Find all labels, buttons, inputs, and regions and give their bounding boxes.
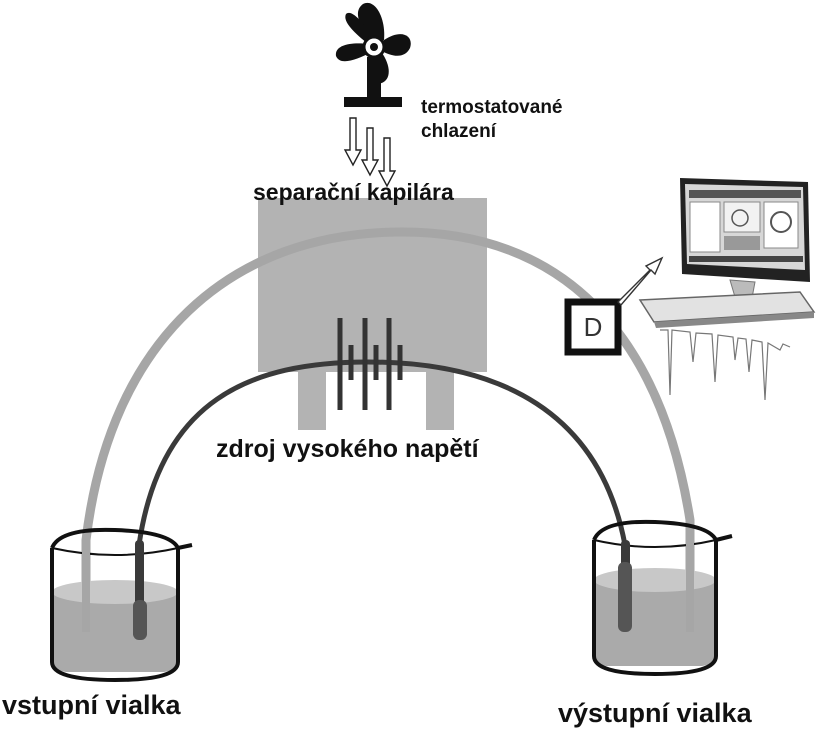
inlet-vial-label: vstupní vialka [2,690,181,720]
outlet-vial-label: výstupní vialka [558,698,752,728]
signal-arrow [617,256,664,307]
detector-label: D [583,312,603,342]
separation-capillary [81,227,695,632]
cooling-block [258,198,487,430]
detector-icon [564,298,622,356]
fan-icon [335,2,411,107]
electrode-wire [136,359,628,635]
hv-source-label: zdroj vysokého napětí [216,435,479,463]
cooling-label: termostatované chlazení [421,96,563,144]
capillary-label: separační kapilára [253,179,454,205]
cooling-arrows [343,117,397,188]
beaker-icon [592,519,733,677]
electropherogram-trace [660,329,791,401]
cooling-label-line2: chlazení [421,121,496,142]
beaker-icon [50,527,193,683]
battery-icon [337,318,403,410]
computer-icon [638,178,816,328]
cooling-label-line1: termostatované [421,97,563,118]
